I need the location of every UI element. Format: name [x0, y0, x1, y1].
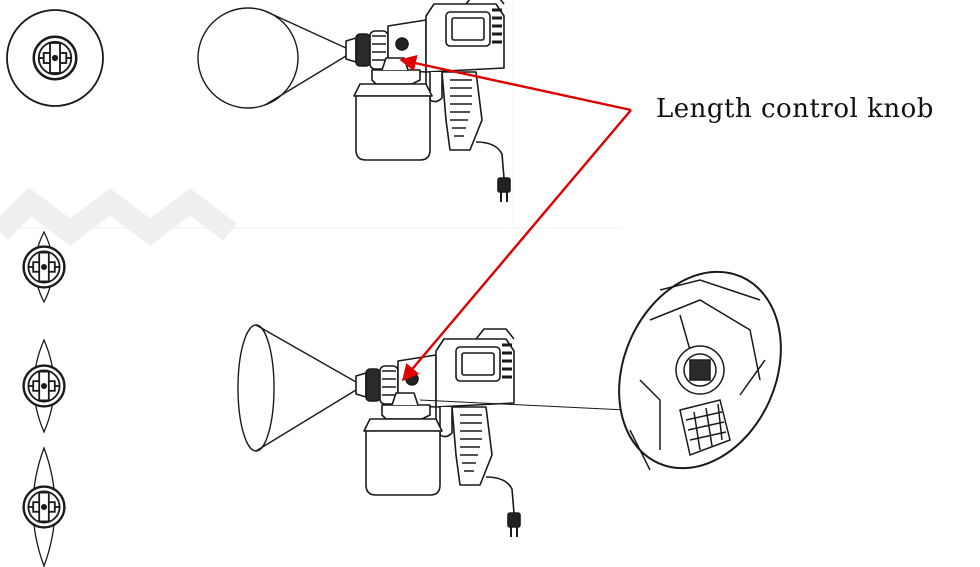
spray-gun-top [344, 0, 512, 204]
detail-leader-line [419, 399, 627, 411]
spray-cone-round [197, 7, 347, 109]
callout-arrow-bottom [401, 109, 632, 382]
nozzle-round-pattern [6, 9, 104, 107]
nozzle-large-fan-pattern [22, 446, 66, 567]
nozzle-small-fan-pattern [22, 230, 66, 304]
callout-arrows [399, 55, 632, 382]
spray-gun-bottom [354, 327, 522, 539]
watermark [0, 187, 237, 246]
nozzle-medium-fan-pattern [22, 338, 66, 434]
callout-arrow-top [399, 55, 632, 112]
spray-cone-fan [237, 324, 357, 452]
knob-detail-view [618, 270, 782, 471]
length-control-knob-label: Length control knob [656, 94, 934, 124]
